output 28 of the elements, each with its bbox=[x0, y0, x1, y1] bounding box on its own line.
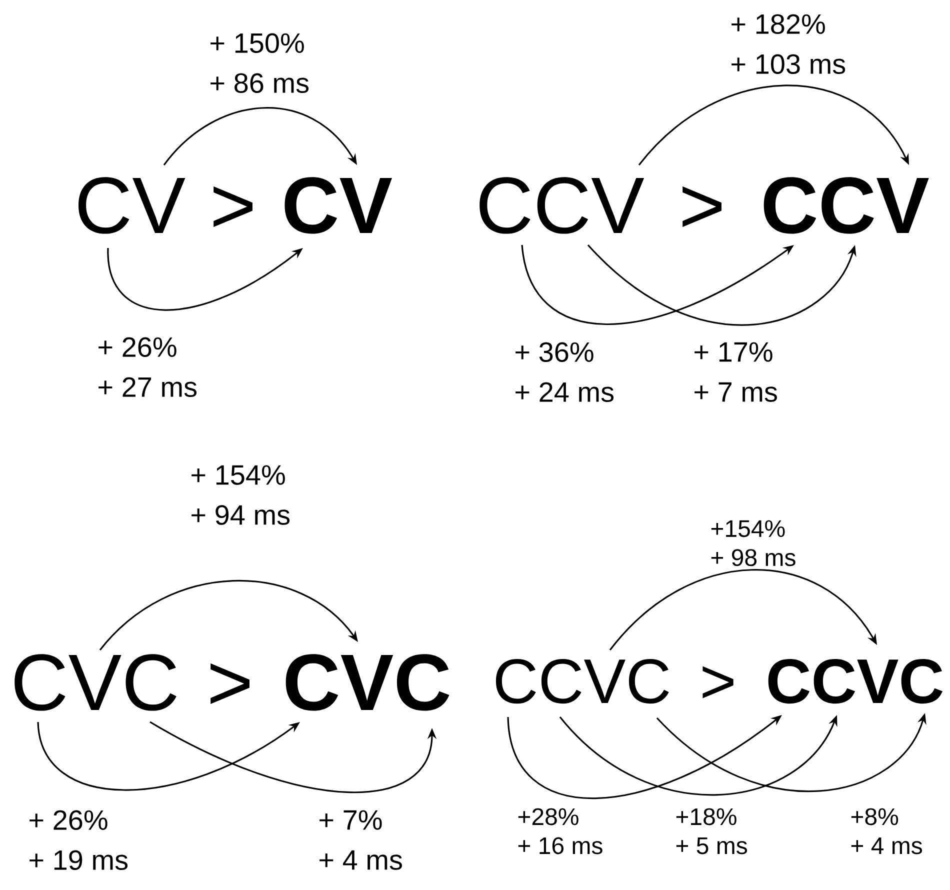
word: CCV bbox=[764, 177, 929, 234]
edge-label: + 7% + 4 ms bbox=[320, 810, 402, 870]
edge-label: + 150% + 86 ms bbox=[210, 33, 309, 93]
edge-label: + 36% + 24 ms bbox=[516, 342, 614, 402]
word: CCVC bbox=[768, 659, 943, 704]
word: CV bbox=[78, 177, 186, 234]
word: CCVC bbox=[496, 659, 669, 704]
arrow bbox=[638, 84, 909, 166]
edge-label: +18% + 5 ms bbox=[676, 808, 748, 854]
edge-label: + 154% + 94 ms bbox=[192, 465, 290, 525]
greater-than-sign: > bbox=[210, 663, 250, 704]
edge-label: +154% + 98 ms bbox=[711, 520, 796, 566]
word: CCV bbox=[480, 177, 644, 234]
word: CV bbox=[284, 177, 392, 234]
greater-than-sign: > bbox=[214, 186, 252, 227]
word: CVC bbox=[14, 654, 176, 711]
edge-label: + 26% + 27 ms bbox=[98, 337, 197, 398]
edge-label: + 182% + 103 ms bbox=[732, 14, 846, 74]
edge-label: +8% + 4 ms bbox=[851, 808, 922, 854]
edge-label: +28% + 16 ms bbox=[518, 808, 602, 854]
arrow bbox=[99, 580, 358, 651]
edge-label: + 17% + 7 ms bbox=[694, 342, 777, 402]
arrow bbox=[609, 569, 877, 651]
greater-than-sign: > bbox=[702, 666, 734, 698]
word: CVC bbox=[286, 654, 450, 711]
arrow bbox=[163, 107, 357, 166]
edge-label: + 26% + 19 ms bbox=[30, 810, 128, 870]
greater-than-sign: > bbox=[682, 186, 722, 227]
